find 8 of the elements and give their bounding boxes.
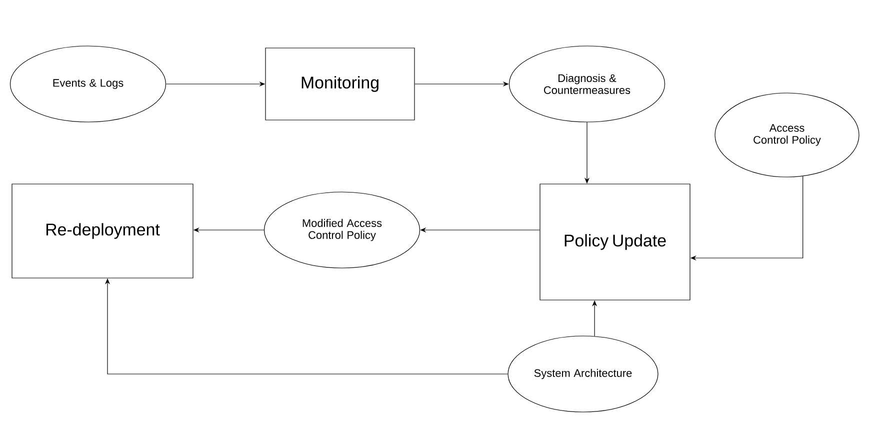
ellipse-node: System Architecture [508, 336, 658, 412]
ellipse-node: Events & Logs [10, 46, 166, 122]
ellipse-node: Diagnosis & Countermeasures [508, 46, 666, 122]
ellipse-node: Access Control Policy [714, 92, 860, 178]
ellipse-node: Modified Access Control Policy [264, 192, 420, 268]
process-box: Policy Update [540, 184, 690, 300]
process-box: Re-deployment [12, 184, 194, 278]
process-box: Monitoring [265, 48, 415, 120]
